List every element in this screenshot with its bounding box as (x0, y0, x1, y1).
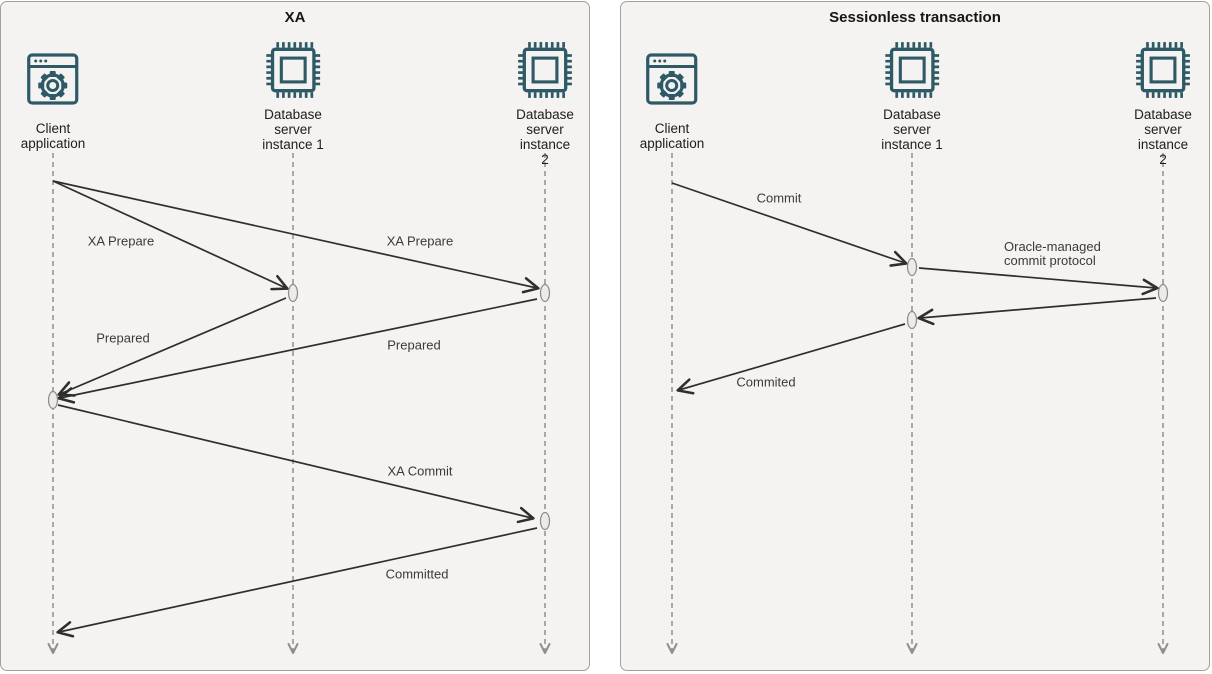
lifelines (666, 153, 1169, 654)
panel-title: Sessionless transaction (829, 9, 1001, 26)
actor-db-instance-2: Database server instance 2 (1134, 40, 1192, 167)
actor-label: Database server instance 1 (881, 107, 943, 152)
activation-markers (906, 257, 1169, 330)
activation-markers (47, 283, 551, 531)
actor-db-instance-2: Database server instance 2 (516, 40, 574, 167)
chip-icon (266, 42, 320, 98)
message-arrows (52, 180, 540, 638)
actor-label: Database server instance 2 (1134, 107, 1192, 167)
panel-xa: XA (0, 1, 590, 671)
message-arrows (671, 182, 1159, 395)
message-label: Commit (756, 190, 802, 206)
message-label: XA Commit (387, 463, 453, 479)
chip-icon (885, 42, 939, 98)
actor-db-instance-1: Database server instance 1 (881, 40, 943, 152)
message-label: Committed (385, 566, 449, 582)
gear-icon (38, 71, 68, 100)
actor-label: Database server instance 2 (516, 107, 574, 167)
actor-db-instance-1: Database server instance 1 (262, 40, 324, 152)
chip-icon (1136, 42, 1190, 98)
client-application-icon (27, 53, 79, 105)
message-label: Prepared (387, 337, 441, 353)
message-label: Oracle-managed commit protocol (1004, 239, 1101, 268)
actor-client-application: Client application (20, 40, 86, 151)
sequence-diagram-lines (666, 153, 1169, 654)
actor-label: Client application (20, 121, 86, 151)
panel-sessionless-transaction: Sessionless transaction (620, 1, 1210, 671)
gear-icon (657, 71, 687, 100)
panel-title: XA (284, 9, 306, 26)
message-label: XA Prepare (386, 233, 454, 249)
message-label: XA Prepare (87, 233, 155, 249)
message-label: Prepared (96, 330, 150, 346)
chip-icon (518, 42, 572, 98)
message-label: Commited (736, 374, 796, 390)
actor-client-application: Client application (639, 40, 705, 151)
lifelines (47, 153, 551, 654)
actor-label: Database server instance 1 (262, 107, 324, 152)
actor-label: Client application (639, 121, 705, 151)
sequence-diagram-lines (47, 153, 551, 654)
client-application-icon (646, 53, 698, 105)
